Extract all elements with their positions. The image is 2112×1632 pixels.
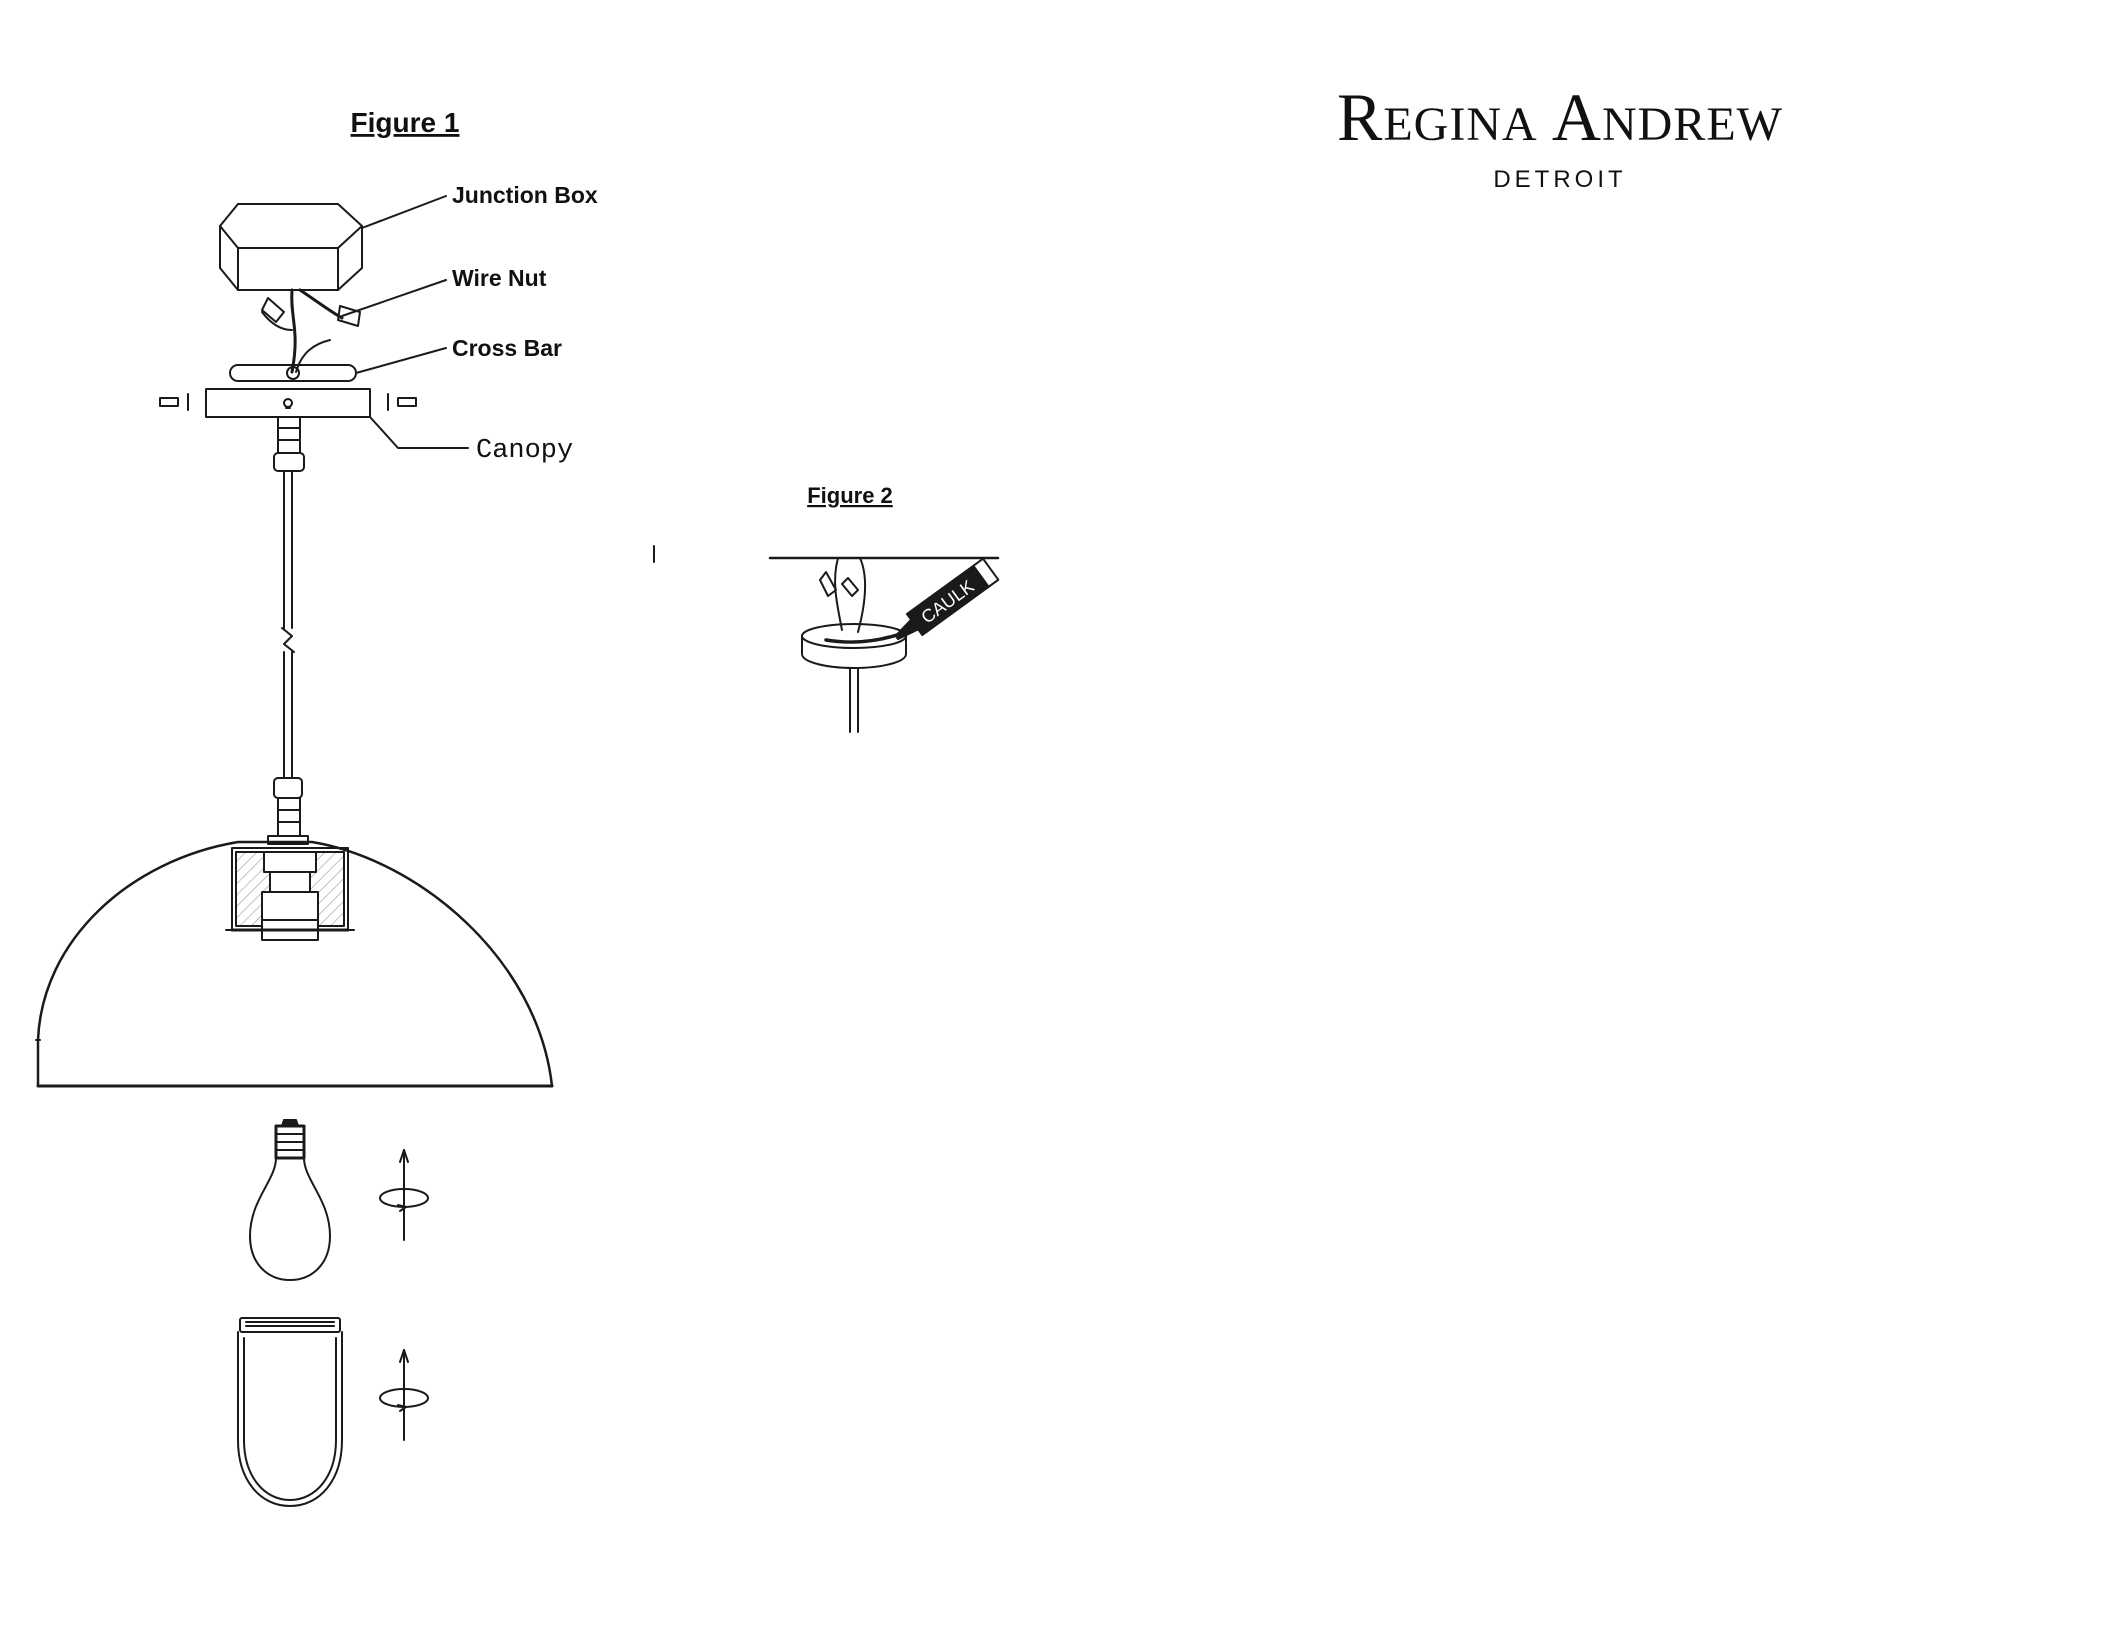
junction-box-label: Junction Box: [452, 182, 598, 208]
brand-location: DETROIT: [1280, 166, 1840, 194]
canopy-label: Canopy: [476, 436, 573, 466]
canopy-fitting: [274, 417, 304, 471]
ceiling-wires: [820, 558, 865, 632]
light-bulb-drawing: [250, 1120, 428, 1280]
figure-2: Figure 2: [770, 483, 998, 732]
wire-nut-drawing: [262, 290, 360, 372]
figure-1-title: Figure 1: [351, 107, 460, 138]
canopy-drawing: [160, 389, 416, 417]
cord-grip: [268, 778, 308, 844]
glass-diffuser-drawing: [238, 1318, 428, 1506]
caulk-tube-drawing: CAULK: [889, 559, 998, 648]
suspension-cord: [282, 471, 294, 778]
socket-housing: [226, 848, 354, 940]
junction-box-drawing: [220, 204, 362, 290]
brand-logo: Regina Andrew: [1280, 78, 1840, 157]
wire-nut-label: Wire Nut: [452, 265, 547, 291]
figure-1: Figure 1: [36, 107, 598, 1506]
leader-lines: [342, 196, 468, 448]
figure-2-title: Figure 2: [807, 483, 893, 508]
canopy-caulk-drawing: [802, 624, 906, 732]
cross-bar-label: Cross Bar: [452, 335, 562, 361]
